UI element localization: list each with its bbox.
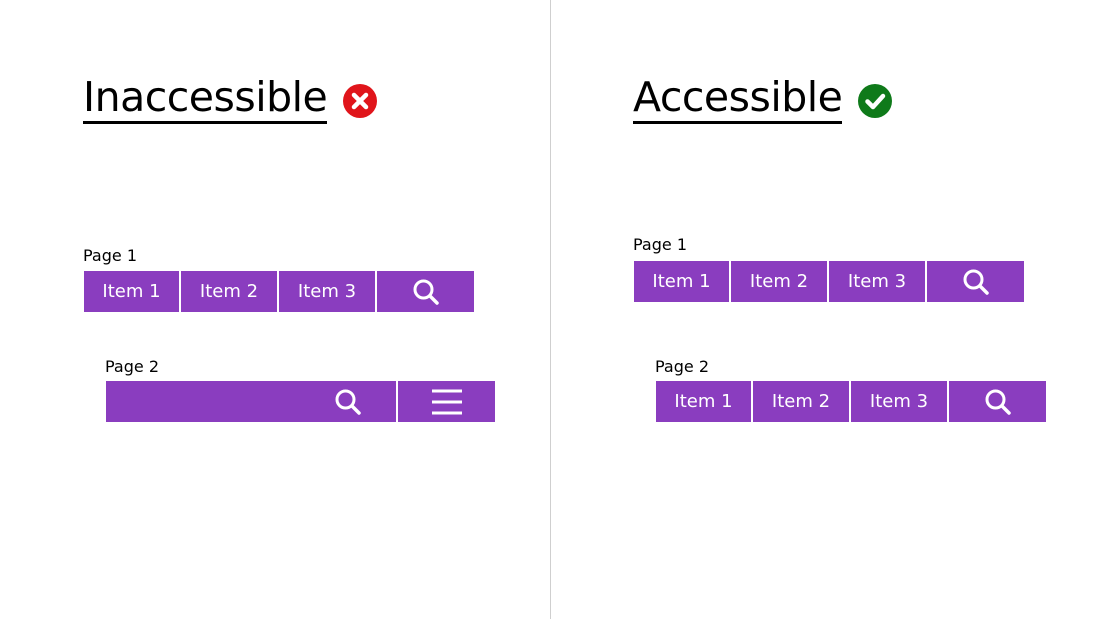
page-2-label: Page 2: [105, 357, 159, 376]
center-divider: [550, 0, 551, 619]
nav-item-2[interactable]: Item 2: [731, 261, 829, 302]
search-button[interactable]: [377, 271, 474, 312]
search-icon: [985, 389, 1011, 415]
heading-text: Accessible: [633, 73, 843, 124]
menu-button[interactable]: [398, 381, 495, 422]
inaccessible-heading: Inaccessible: [83, 73, 378, 124]
nav-item-1[interactable]: Item 1: [634, 261, 731, 302]
hamburger-menu-icon: [431, 389, 462, 414]
left-page-1-navbar: Item 1 Item 2 Item 3: [84, 271, 474, 312]
right-page-1-navbar: Item 1 Item 2 Item 3: [634, 261, 1024, 302]
error-x-icon: [343, 83, 378, 118]
search-icon: [335, 389, 361, 415]
check-icon: [858, 83, 893, 118]
page-1-label: Page 1: [83, 246, 137, 265]
right-page-2-navbar: Item 1 Item 2 Item 3: [656, 381, 1046, 422]
nav-item-2[interactable]: Item 2: [181, 271, 279, 312]
nav-item-3[interactable]: Item 3: [279, 271, 377, 312]
nav-item-3[interactable]: Item 3: [829, 261, 927, 302]
heading-text: Inaccessible: [83, 73, 328, 124]
search-button[interactable]: [927, 261, 1024, 302]
search-icon: [963, 269, 989, 295]
accessible-heading: Accessible: [633, 73, 893, 124]
nav-item-1[interactable]: Item 1: [656, 381, 753, 422]
nav-item-2[interactable]: Item 2: [753, 381, 851, 422]
search-button[interactable]: [106, 381, 398, 422]
search-button[interactable]: [949, 381, 1046, 422]
nav-item-3[interactable]: Item 3: [851, 381, 949, 422]
page-2-label: Page 2: [655, 357, 709, 376]
page-1-label: Page 1: [633, 235, 687, 254]
left-page-2-navbar: [106, 381, 495, 422]
nav-item-1[interactable]: Item 1: [84, 271, 181, 312]
search-icon: [413, 279, 439, 305]
